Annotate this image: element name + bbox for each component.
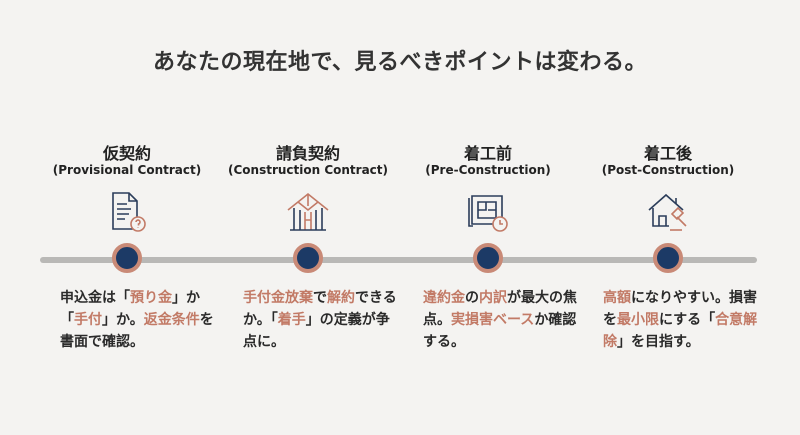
stage-description: 申込金は「預り金」か「手付」か。返金条件を書面で確認。	[60, 287, 220, 353]
timeline-dot	[293, 243, 323, 273]
stage-subtitle: (Provisional Contract)	[52, 163, 202, 177]
stage-name: 請負契約	[275, 144, 340, 163]
description-text: 」の定義が争点に。	[243, 312, 390, 350]
timeline-line	[40, 257, 757, 263]
description-text: が最大の焦点。	[423, 290, 577, 328]
description-text: の	[465, 290, 479, 306]
highlighted-text: 内訳	[479, 290, 507, 306]
stage-description: 手付金放棄で解約できるか。「着手」の定義が争点に。	[243, 287, 403, 353]
page-title: あなたの現在地で、見るべきポイントは変わる。	[152, 50, 648, 75]
highlighted-text: 解約	[327, 290, 355, 306]
stage-description: 違約金の内訳が最大の焦点。実損害ベースか確認する。	[423, 287, 583, 353]
description-text: を書面で確認。	[60, 312, 214, 350]
highlighted-text: 預り金	[130, 290, 172, 306]
house-gavel-icon	[648, 193, 687, 231]
stage-name: 仮契約	[102, 144, 151, 163]
stage-name: 着工前	[463, 144, 512, 163]
stage-subtitle: (Construction Contract)	[227, 163, 389, 177]
description-text: で	[313, 290, 327, 306]
highlighted-text: 違約金	[423, 290, 465, 306]
stage-name: 着工後	[643, 144, 692, 163]
highlighted-text: 手付金放棄	[243, 290, 313, 306]
highlighted-text: 実損害ベース	[451, 312, 535, 328]
timeline-dot	[473, 243, 503, 273]
stage-description: 高額になりやすい。損害を最小限にする「合意解除」を目指す。	[603, 287, 761, 353]
description-text: 申込金は「	[60, 290, 130, 306]
description-text: にする「	[659, 312, 716, 328]
description-text: 」か「	[60, 290, 200, 328]
highlighted-text: 合意解除	[603, 312, 758, 350]
highlighted-text: 高額	[603, 290, 631, 306]
description-text: できるか。「	[243, 290, 397, 328]
stage-subtitle: (Pre-Construction)	[425, 163, 551, 177]
highlighted-text: 返金条件	[143, 312, 200, 328]
house-frame-icon	[287, 192, 329, 231]
description-text: 」か。	[102, 312, 144, 328]
description-text: か確認する。	[423, 312, 577, 350]
document-question-icon	[112, 192, 146, 232]
description-text: 」を目指す。	[617, 334, 700, 350]
highlighted-text: 手付	[74, 312, 102, 328]
highlighted-text: 最小限	[617, 312, 659, 328]
highlighted-text: 着手	[277, 312, 306, 328]
timeline-dot	[653, 243, 683, 273]
blueprint-clock-icon	[468, 195, 508, 232]
stage-subtitle: (Post-Construction)	[601, 163, 735, 177]
description-text: になりやすい。損害を	[603, 290, 757, 328]
timeline-dot	[112, 243, 142, 273]
